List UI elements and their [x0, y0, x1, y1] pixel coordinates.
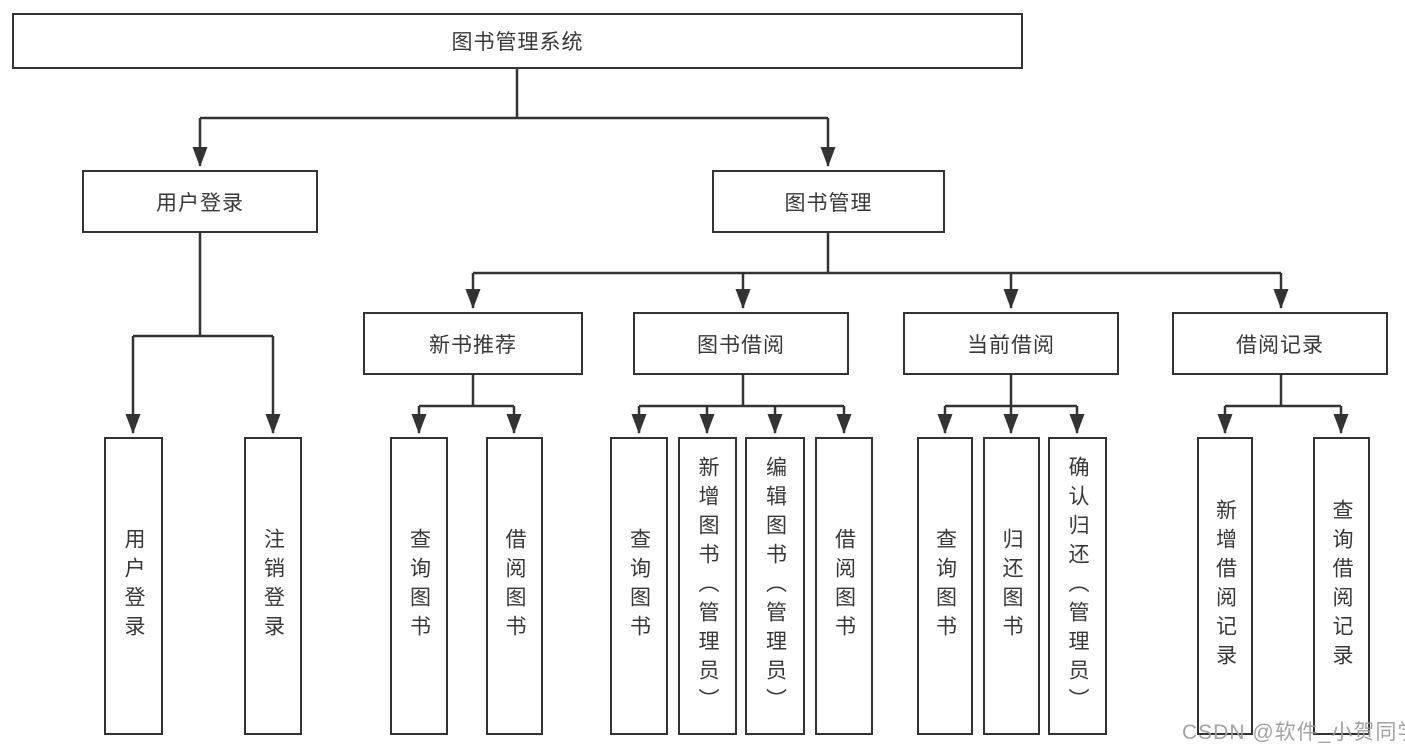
leaf-borrow-borrow-label: 借阅图书: [832, 528, 856, 644]
leaf-records-query: 查询借阅记录: [1313, 437, 1370, 735]
leaf-borrow-edit-admin-label: 编辑图书（管理员）: [763, 455, 787, 717]
leaf-current-return: 归还图书: [983, 437, 1040, 735]
leaf-newbook-query: 查询图书: [390, 437, 448, 735]
leaf-current-query: 查询图书: [917, 437, 973, 735]
leaf-current-confirm-admin: 确认归还（管理员）: [1048, 437, 1107, 735]
leaf-newbook-borrow: 借阅图书: [486, 437, 543, 735]
leaf-logout: 注销登录: [244, 437, 302, 735]
leaf-records-query-label: 查询借阅记录: [1330, 499, 1353, 673]
leaf-borrow-borrow: 借阅图书: [815, 437, 873, 735]
node-borrow-records-label: 借阅记录: [1236, 333, 1324, 357]
node-borrow-records: 借阅记录: [1172, 312, 1388, 375]
leaf-newbook-query-label: 查询图书: [407, 528, 431, 644]
leaf-borrow-add-admin: 新增图书（管理员）: [678, 437, 737, 735]
leaf-current-query-label: 查询图书: [933, 528, 957, 644]
node-user-login: 用户登录: [82, 170, 318, 233]
leaf-borrow-edit-admin: 编辑图书（管理员）: [745, 437, 805, 735]
node-current-borrow-label: 当前借阅: [967, 333, 1055, 357]
leaf-records-add-label: 新增借阅记录: [1213, 499, 1237, 673]
node-book-borrow-label: 图书借阅: [697, 333, 785, 357]
leaf-user-login-label: 用户登录: [122, 528, 145, 644]
leaf-records-add: 新增借阅记录: [1197, 437, 1253, 735]
leaf-current-return-label: 归还图书: [1000, 528, 1023, 644]
leaf-borrow-query: 查询图书: [610, 437, 668, 735]
node-user-login-label: 用户登录: [156, 191, 244, 215]
node-current-borrow: 当前借阅: [903, 312, 1119, 375]
leaf-user-login: 用户登录: [104, 437, 163, 735]
leaf-borrow-add-admin-label: 新增图书（管理员）: [696, 455, 719, 717]
csdn-watermark: CSDN @软件_小贺同学: [1182, 721, 1405, 744]
leaf-current-confirm-admin-label: 确认归还（管理员）: [1066, 455, 1089, 717]
node-root-system: 图书管理系统: [12, 13, 1023, 69]
node-root-label: 图书管理系统: [451, 31, 584, 54]
leaf-borrow-query-label: 查询图书: [627, 528, 651, 644]
node-book-borrow: 图书借阅: [633, 312, 849, 375]
node-book-management-label: 图书管理: [784, 191, 873, 215]
node-new-book-recommend: 新书推荐: [363, 312, 583, 375]
node-new-book-recommend-label: 新书推荐: [429, 333, 517, 357]
leaf-newbook-borrow-label: 借阅图书: [503, 528, 526, 644]
leaf-logout-label: 注销登录: [261, 528, 285, 644]
node-book-management: 图书管理: [712, 170, 945, 233]
